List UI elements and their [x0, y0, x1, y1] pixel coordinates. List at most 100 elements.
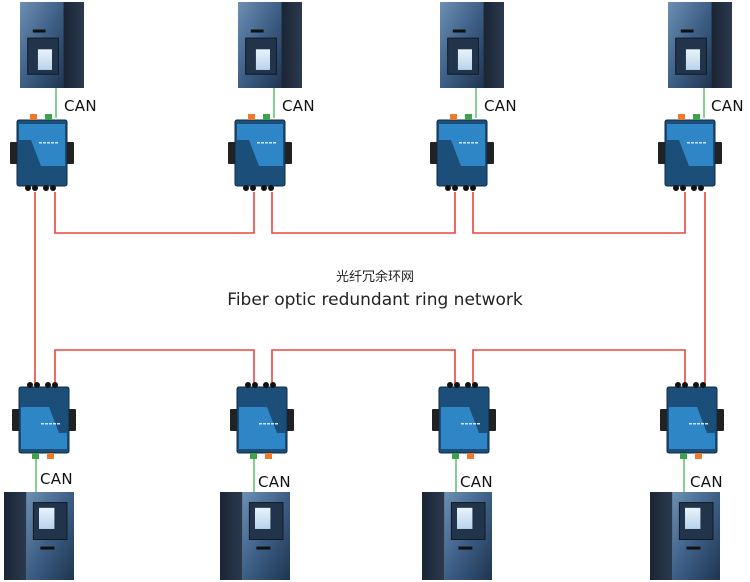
diagram-title-chinese: 光纤冗余环网: [335, 270, 414, 285]
switch-label-mark: [39, 142, 42, 144]
fiber-port: [445, 185, 451, 191]
can-label-bottom-2: CAN: [258, 473, 291, 491]
power-terminal: [467, 453, 474, 459]
switch-label-mark: [687, 142, 690, 144]
can-bus-lines: [35, 86, 705, 495]
cabinet-screen: [37, 49, 52, 70]
can-label-top-1: CAN: [64, 97, 97, 115]
switch-label-mark: [265, 142, 268, 144]
switch-panel: [19, 124, 65, 166]
fiber-port: [268, 185, 274, 191]
control-cabinet-bottom-1: [4, 492, 74, 580]
fiber-port: [43, 185, 49, 191]
fiber-port: [34, 382, 40, 388]
fiber-port: [250, 185, 256, 191]
diagram-title-english: Fiber optic redundant ring network: [227, 290, 523, 310]
fiber-port: [447, 382, 453, 388]
mount-ear-left: [660, 409, 668, 431]
cabinet-screen: [255, 49, 270, 70]
mount-ear-left: [432, 409, 440, 431]
cabinet-handle: [458, 546, 473, 550]
switch-label-mark: [49, 423, 52, 425]
switch-label-mark: [691, 142, 694, 144]
can-label-bottom-3: CAN: [460, 473, 493, 491]
fiber-port: [680, 185, 686, 191]
fiber-link-5: [271, 349, 456, 385]
fiber-switch-top-2: [228, 114, 292, 191]
cabinet-side: [63, 2, 84, 88]
power-terminal: [30, 114, 37, 120]
fiber-port: [252, 382, 258, 388]
switch-label-mark: [263, 423, 266, 425]
fiber-port: [452, 185, 458, 191]
power-terminal: [265, 453, 272, 459]
fiber-switch-top-4: [658, 114, 722, 191]
switch-label-mark: [475, 142, 478, 144]
power-terminal: [678, 114, 685, 120]
fiber-port: [25, 185, 31, 191]
fiber-port: [50, 185, 56, 191]
control-cabinet-top-2: [238, 2, 302, 88]
switch-label-mark: [45, 423, 48, 425]
control-cabinet-top-1: [20, 2, 84, 88]
fiber-switch-top-1: [10, 114, 74, 191]
switch-label-mark: [267, 423, 270, 425]
cabinet-handle: [256, 546, 271, 550]
switch-label-mark: [273, 142, 276, 144]
switch-panel: [439, 124, 485, 166]
can-terminal: [693, 114, 700, 120]
can-terminal: [680, 453, 687, 459]
can-label-bottom-1: CAN: [40, 470, 73, 488]
control-cabinet-top-3: [440, 2, 504, 88]
fiber-switch-bottom-2: [230, 382, 294, 459]
cabinet-screen: [457, 507, 473, 529]
switch-panel: [239, 407, 285, 449]
cabinet-handle: [680, 29, 694, 33]
can-terminal: [32, 453, 39, 459]
fiber-port: [270, 382, 276, 388]
switch-label-mark: [697, 423, 700, 425]
control-cabinet-bottom-2: [220, 492, 290, 580]
switch-label-mark: [703, 142, 706, 144]
fiber-port: [698, 185, 704, 191]
switch-label-mark: [261, 142, 264, 144]
can-terminal: [465, 114, 472, 120]
cabinet-side: [483, 2, 504, 88]
fiber-port: [52, 382, 58, 388]
cabinet-handle: [32, 29, 46, 33]
cabinet-handle: [250, 29, 264, 33]
fiber-switch-bottom-4: [660, 382, 724, 459]
switch-label-mark: [41, 423, 44, 425]
fiber-port: [27, 382, 33, 388]
fiber-port: [675, 382, 681, 388]
fiber-link-6: [472, 349, 686, 385]
mount-ear-right: [716, 409, 724, 431]
cabinet-side: [711, 2, 732, 88]
switch-label-mark: [467, 142, 470, 144]
mount-ear-right: [286, 409, 294, 431]
can-label-top-2: CAN: [282, 97, 315, 115]
fiber-port: [472, 382, 478, 388]
cabinet-side: [281, 2, 302, 88]
switch-label-mark: [459, 142, 462, 144]
cabinet-side: [4, 492, 27, 580]
switch-label-mark: [43, 142, 46, 144]
switch-label-mark: [271, 423, 274, 425]
fiber-port: [693, 382, 699, 388]
cabinet-control-panel: [27, 37, 59, 75]
can-terminal: [250, 453, 257, 459]
cabinet-side: [422, 492, 445, 580]
power-terminal: [450, 114, 457, 120]
switch-label-mark: [275, 423, 278, 425]
mount-ear-left: [12, 409, 20, 431]
mount-ear-right: [714, 142, 722, 164]
can-terminal: [45, 114, 52, 120]
switch-label-mark: [257, 142, 260, 144]
fiber-link-2: [271, 192, 456, 234]
fiber-ring-lines: [34, 192, 706, 385]
switch-label-mark: [463, 142, 466, 144]
fiber-port: [263, 382, 269, 388]
fiber-port: [454, 382, 460, 388]
cabinet-screen: [255, 507, 271, 529]
